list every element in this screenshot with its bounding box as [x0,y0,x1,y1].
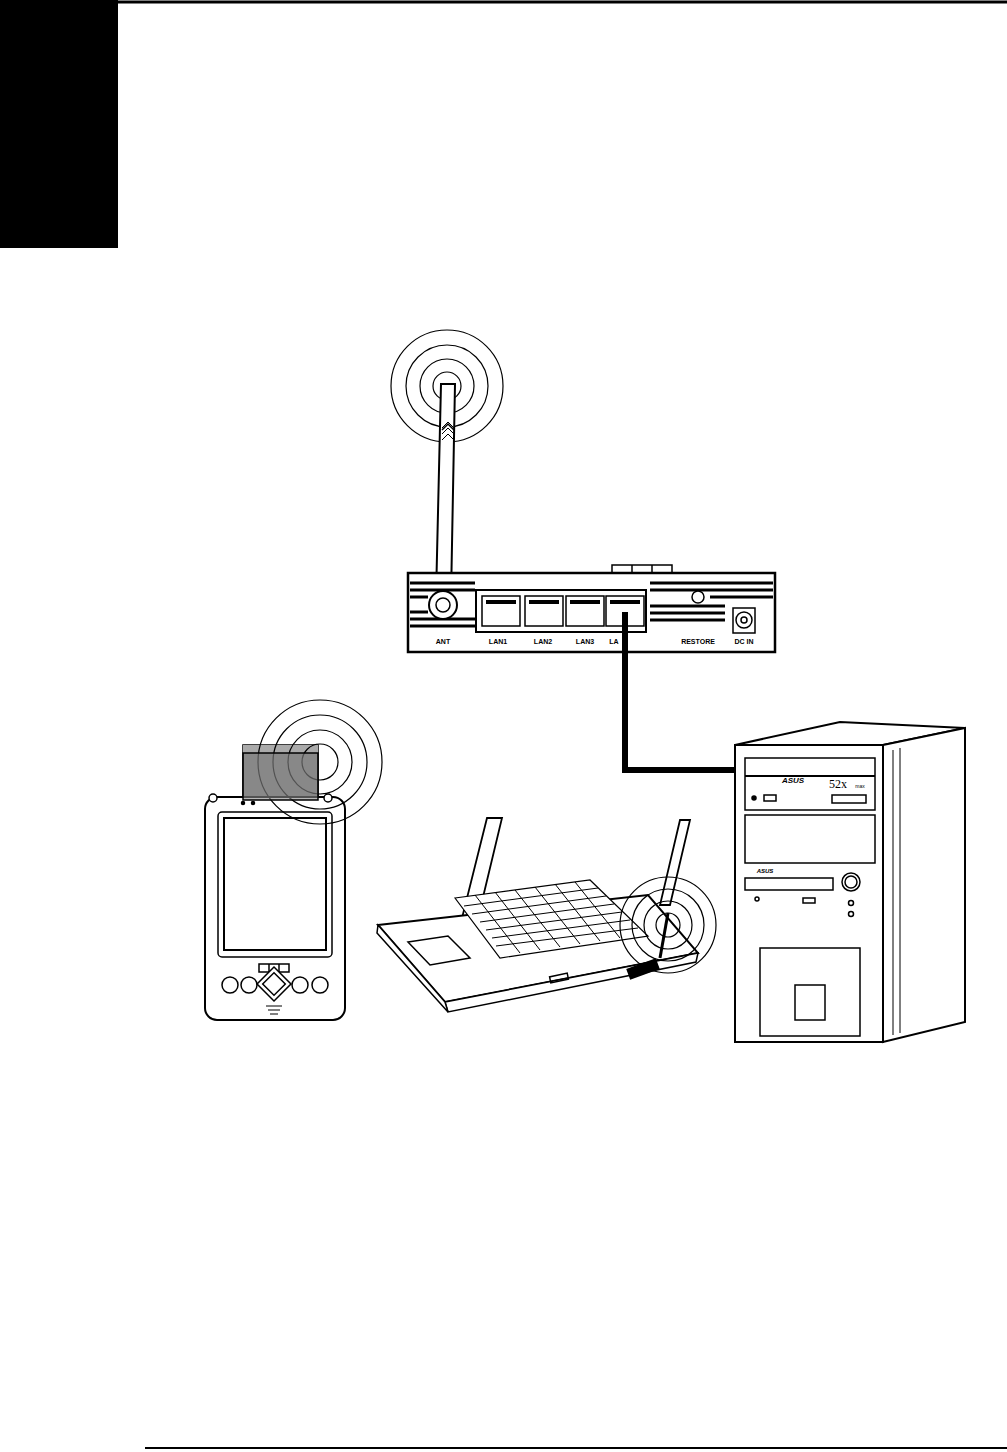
speed-unit: max [855,784,864,789]
port-label: ANT [436,638,450,645]
button-label: RESTORE [681,638,715,645]
speed-mark: 52x [829,778,847,790]
port-label: LAN3 [576,638,594,645]
port-label: DC IN [734,638,753,645]
brand-mark: ASUS [782,777,804,785]
port-label: LAN1 [489,638,507,645]
brand-mark: ASUS [757,868,774,874]
port-label: LA [609,638,618,645]
port-label: LAN2 [534,638,552,645]
